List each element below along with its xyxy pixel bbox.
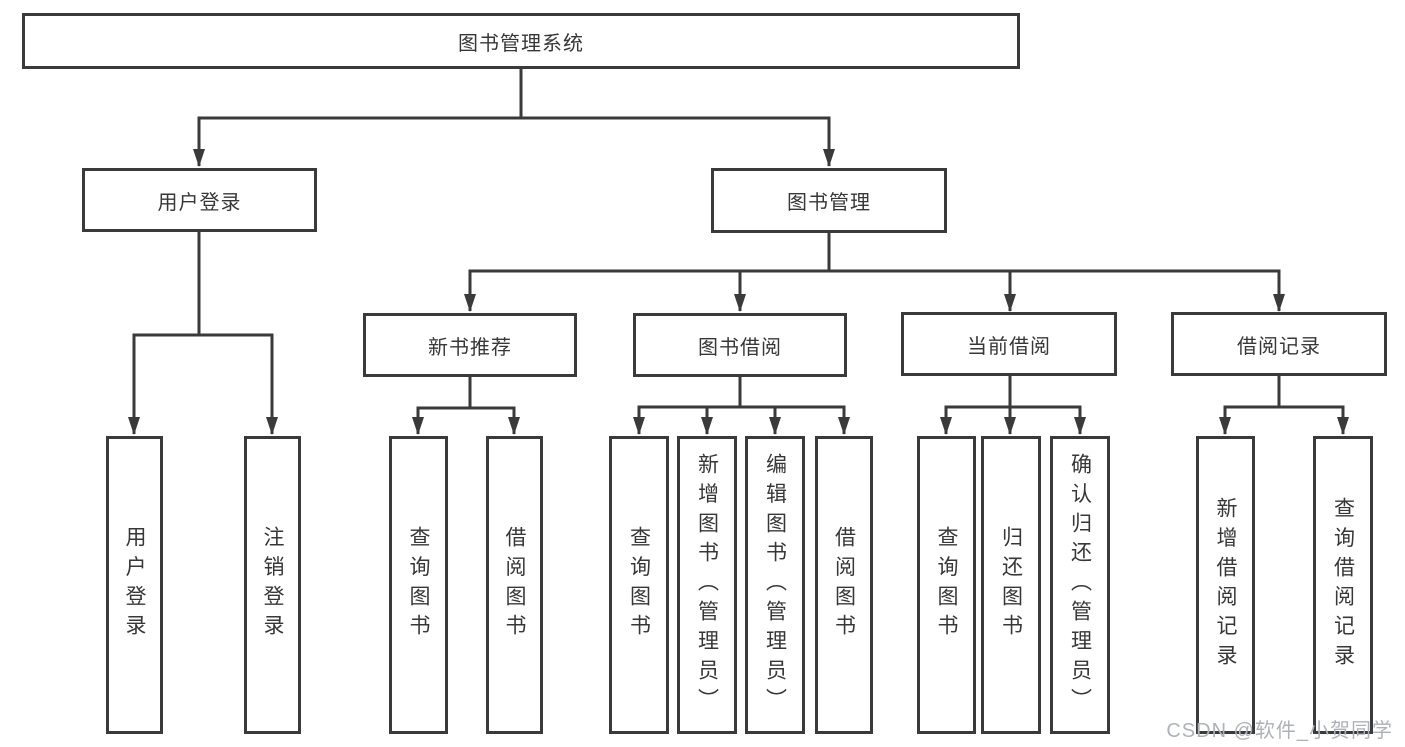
node-label: 查询图书 <box>935 526 958 644</box>
node-label: 归还图书 <box>999 526 1023 644</box>
node-label: 查询图书 <box>627 526 651 644</box>
connector-current-borrowing-children <box>940 376 1086 435</box>
connector-book-management-children <box>464 233 1285 312</box>
node-new-book-recommend: 新书推荐 <box>363 313 577 377</box>
node-library-management-system: 图书管理系统 <box>22 13 1020 69</box>
leaf-user-login: 用户登录 <box>106 436 163 734</box>
leaf-add-borrow-record: 新增借阅记录 <box>1196 436 1255 734</box>
node-label: 查询图书 <box>407 526 430 644</box>
leaf-confirm-return-admin: 确认归还（管理员） <box>1050 436 1110 734</box>
leaf-add-books-admin: 新增图书（管理员） <box>677 436 737 734</box>
node-book-management: 图书管理 <box>711 168 947 233</box>
leaf-borrowing-query-books: 查询图书 <box>609 436 669 734</box>
node-label: 查询借阅记录 <box>1331 496 1355 674</box>
node-label: 当前借阅 <box>967 335 1051 358</box>
connector-user-login-children <box>128 232 278 435</box>
node-label: 新增借阅记录 <box>1214 496 1237 674</box>
node-book-borrowing: 图书借阅 <box>633 313 847 377</box>
node-label: 用户登录 <box>157 191 242 214</box>
node-label: 用户登录 <box>123 526 146 644</box>
node-label: 编辑图书（管理员） <box>763 452 787 718</box>
leaf-current-query-books: 查询图书 <box>917 436 976 734</box>
connector-new-book-recommend-children <box>412 377 520 435</box>
node-label: 借阅图书 <box>832 526 856 644</box>
leaf-borrowing-borrow-books: 借阅图书 <box>815 436 873 734</box>
leaf-logout: 注销登录 <box>244 436 301 734</box>
node-label: 确认归还（管理员） <box>1068 452 1092 718</box>
leaf-recommend-query-books: 查询图书 <box>389 436 448 734</box>
connector-root-to-level2 <box>193 69 835 167</box>
leaf-query-borrow-record: 查询借阅记录 <box>1313 436 1373 734</box>
connector-book-borrowing-children <box>633 377 850 435</box>
node-user-login: 用户登录 <box>82 168 317 232</box>
node-label: 图书借阅 <box>698 336 782 359</box>
node-label: 借阅图书 <box>503 526 526 644</box>
leaf-return-books: 归还图书 <box>981 436 1041 734</box>
node-label: 图书管理 <box>787 192 871 214</box>
node-label: 新增图书（管理员） <box>695 452 719 718</box>
node-label: 注销登录 <box>261 526 284 644</box>
leaf-recommend-borrow-books: 借阅图书 <box>486 436 543 734</box>
leaf-edit-books-admin: 编辑图书（管理员） <box>745 436 805 734</box>
node-borrowing-records: 借阅记录 <box>1171 312 1387 376</box>
node-label: 新书推荐 <box>428 336 512 359</box>
node-current-borrowing: 当前借阅 <box>901 312 1117 376</box>
node-label: 借阅记录 <box>1237 335 1321 358</box>
connector-borrowing-records-children <box>1219 376 1349 435</box>
node-label: 图书管理系统 <box>458 32 584 55</box>
csdn-watermark: CSDN @软件_小贺同学 <box>1166 720 1393 742</box>
